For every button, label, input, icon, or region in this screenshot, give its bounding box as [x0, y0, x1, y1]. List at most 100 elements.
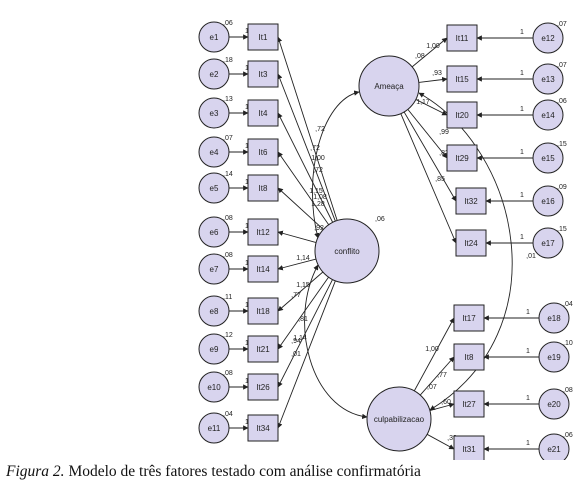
- error-path-label-e3: 1: [245, 104, 249, 111]
- item-label-it6: It6: [259, 148, 268, 157]
- loading-ameaca-label-0: 1,00: [426, 43, 440, 50]
- error-path-label-e15: 1: [520, 149, 524, 156]
- loading-ameaca-0: [411, 37, 448, 68]
- loading-culpa-3: [426, 433, 455, 450]
- error-variance-e16: ,09: [557, 184, 567, 191]
- error-path-label-e6: 1: [245, 223, 249, 230]
- error-path-label-e19: 1: [526, 348, 530, 355]
- error-label-e18: e18: [547, 314, 561, 323]
- loading-conflito-label-12: 1,14: [293, 335, 307, 342]
- item-box-it8: [247, 174, 279, 202]
- factor-ameaca-variance: ,08: [415, 53, 425, 60]
- item-label-it12: It12: [256, 228, 270, 237]
- error-circle-e8: [198, 295, 230, 327]
- factor-culpa-variance: ,07: [427, 384, 437, 391]
- item-label-it14: It14: [256, 265, 270, 274]
- item-label-it34: It34: [256, 424, 270, 433]
- error-label-e14: e14: [541, 111, 555, 120]
- error-variance-e20: ,08: [563, 387, 573, 394]
- error-label-e8: e8: [210, 307, 219, 316]
- error-circle-e3: [198, 97, 230, 129]
- caption-label: Figura 2.: [6, 463, 65, 480]
- error-circle-e4: [198, 136, 230, 168]
- nodes-layer: conflito,06Ameaça,08culpabilizacao,07It1…: [198, 20, 573, 460]
- item-box-it20: [446, 101, 478, 129]
- error-path-label-e1: 1: [245, 28, 249, 35]
- loading-conflito-it34: [277, 280, 336, 429]
- error-label-e19: e19: [547, 353, 561, 362]
- item-box-it29: [446, 144, 478, 172]
- error-circle-e9: [198, 333, 230, 365]
- error-variance-e10: ,08: [223, 370, 233, 377]
- error-circle-e1: [198, 21, 230, 53]
- item-box-it27: [453, 390, 485, 418]
- item-box-it26: [247, 373, 279, 401]
- loading-culpa-label-3: ,39: [447, 435, 457, 442]
- item-label-it15: It15: [455, 75, 469, 84]
- paths-layer: 111111111111111111111,72,721,00,721,151,…: [229, 28, 539, 452]
- error-circle-e18: [538, 302, 570, 334]
- factor-ameaca-circle: [358, 55, 420, 117]
- item-box-it32: [455, 187, 487, 215]
- error-label-e5: e5: [210, 184, 219, 193]
- error-variance-e4: ,07: [223, 135, 233, 142]
- item-label-it29: It29: [455, 154, 469, 163]
- loading-ameaca-label-4: ,82: [439, 150, 449, 157]
- loading-ameaca-label-2: 1,17: [416, 99, 430, 106]
- loading-conflito-label-11: ,81: [298, 316, 308, 323]
- loading-conflito-label-13: ,94: [291, 338, 301, 345]
- item-box-it14: [247, 255, 279, 283]
- item-label-it3: It3: [259, 70, 268, 79]
- error-circle-e2: [198, 58, 230, 90]
- item-box-it34: [247, 414, 279, 442]
- item-box-it24: [455, 229, 487, 257]
- item-box-it21: [247, 335, 279, 363]
- item-label-it32: It32: [464, 197, 478, 206]
- item-label-it8: It8: [465, 353, 474, 362]
- error-path-label-e2: 1: [245, 65, 249, 72]
- caption-text: Modelo de três fatores testado com análi…: [68, 463, 421, 480]
- error-label-e16: e16: [541, 197, 555, 206]
- error-label-e13: e13: [541, 75, 555, 84]
- covariance-conflito-culpa: [304, 264, 368, 420]
- error-path-label-e13: 1: [520, 70, 524, 77]
- error-variance-e7: ,08: [223, 252, 233, 259]
- error-label-e11: e11: [208, 424, 221, 433]
- loading-conflito-label-8: 1,14: [296, 255, 310, 262]
- factor-conflito-variance: ,06: [375, 216, 385, 223]
- item-label-it17: It17: [462, 314, 476, 323]
- error-circle-e16: [532, 185, 564, 217]
- error-variance-e11: ,04: [223, 411, 233, 418]
- error-label-e20: e20: [547, 400, 561, 409]
- error-circle-e13: [532, 63, 564, 95]
- error-label-e9: e9: [210, 345, 219, 354]
- error-variance-e17: ,15: [557, 226, 567, 233]
- factor-conflito-circle: [314, 218, 380, 284]
- item-box-it18: [247, 297, 279, 325]
- error-label-e12: e12: [541, 34, 555, 43]
- error-path-label-e8: 1: [245, 302, 249, 309]
- item-label-it27: It27: [462, 400, 476, 409]
- item-label-it8: It8: [259, 184, 268, 193]
- item-box-it8: [453, 343, 485, 371]
- error-circle-e10: [198, 371, 230, 403]
- error-circle-e15: [532, 142, 564, 174]
- item-label-it4: It4: [259, 109, 268, 118]
- item-label-it20: It20: [455, 111, 469, 120]
- item-label-it18: It18: [256, 307, 270, 316]
- error-path-label-e9: 1: [245, 340, 249, 347]
- item-box-it1: [247, 23, 279, 51]
- error-path-label-e16: 1: [520, 192, 524, 199]
- error-label-e10: e10: [207, 383, 221, 392]
- error-path-label-e18: 1: [526, 309, 530, 316]
- item-box-it12: [247, 218, 279, 246]
- error-path-label-e20: 1: [526, 395, 530, 402]
- loading-ameaca-label-5: ,85: [435, 176, 445, 183]
- error-circle-e11: [198, 412, 230, 444]
- error-label-e7: e7: [210, 265, 219, 274]
- item-box-it31: [453, 435, 485, 460]
- item-box-it15: [446, 65, 478, 93]
- error-circle-e5: [198, 172, 230, 204]
- item-box-it4: [247, 99, 279, 127]
- item-label-it26: It26: [256, 383, 270, 392]
